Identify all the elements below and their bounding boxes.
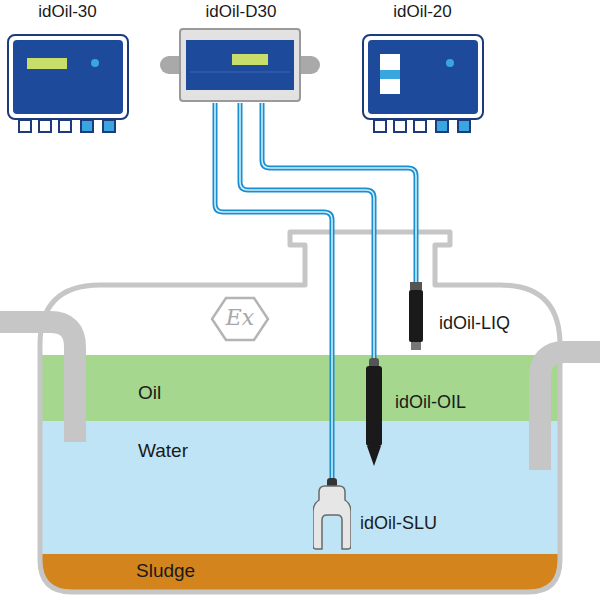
sensor-name: idOil-SLU bbox=[360, 512, 437, 534]
sensor-probe: idOil-OIL bbox=[366, 358, 471, 466]
controller-housing bbox=[362, 34, 486, 134]
sensor-cable bbox=[240, 103, 374, 358]
controller-name: idOil-30 bbox=[5, 2, 130, 22]
layer-name: Sludge bbox=[136, 560, 195, 582]
controller-unit: idOil-D30 bbox=[160, 2, 322, 103]
controller-name: idOil-D30 bbox=[160, 2, 322, 22]
medium-layer: Sludge bbox=[136, 560, 195, 582]
sensor-probe: idOil-SLU bbox=[313, 478, 442, 550]
sensor-name: idOil-LIQ bbox=[439, 312, 510, 334]
sensor-cable bbox=[215, 103, 332, 478]
controller-unit: idOil-20 bbox=[360, 2, 485, 134]
sensor-probe: idOil-LIQ bbox=[409, 282, 515, 352]
sensor-name: idOil-OIL bbox=[395, 391, 466, 413]
layer-name: Oil bbox=[138, 382, 161, 404]
sensor-body bbox=[409, 282, 423, 352]
hazard-mark: Ex bbox=[214, 303, 266, 333]
sensor-body bbox=[313, 478, 351, 550]
controller-name: idOil-20 bbox=[360, 2, 485, 22]
controller-housing bbox=[160, 28, 322, 103]
layer-name: Water bbox=[138, 440, 188, 462]
sensor-body bbox=[366, 358, 382, 466]
controller-housing bbox=[7, 34, 131, 134]
medium-layer: Oil bbox=[138, 382, 161, 404]
medium-layer: Water bbox=[138, 440, 188, 462]
controller-unit: idOil-30 bbox=[5, 2, 130, 134]
